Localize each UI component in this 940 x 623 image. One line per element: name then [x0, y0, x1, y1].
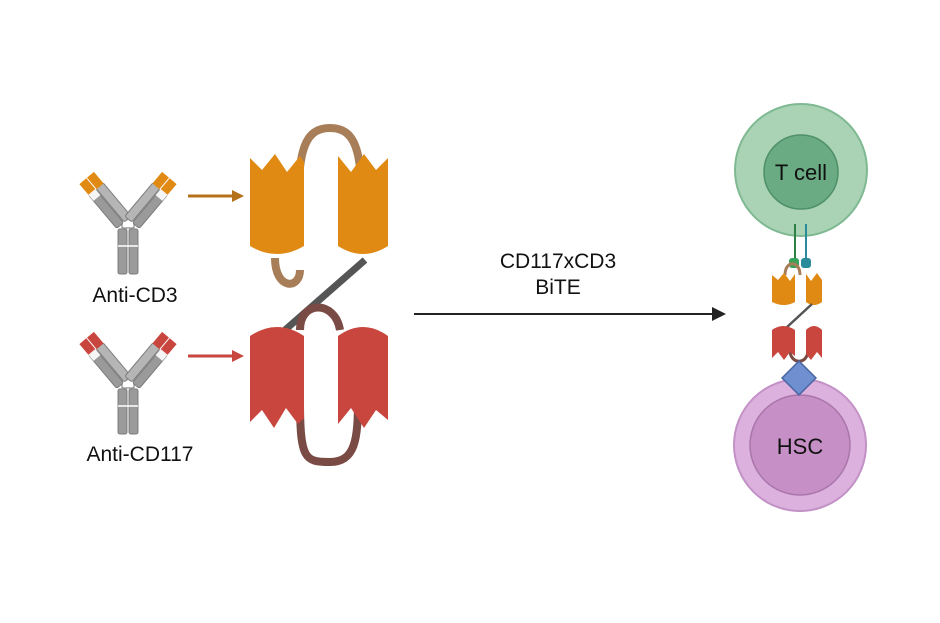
anti-cd117-label: Anti-CD117 [87, 443, 194, 466]
bite-label-line1: CD117xCD3 [500, 250, 616, 273]
small-cd117-domain-left-icon [772, 326, 795, 360]
anti-cd3-label: Anti-CD3 [92, 284, 177, 307]
cd3-domain-left-icon [250, 154, 304, 254]
bite-construct-large [250, 123, 388, 467]
cd3-domain-right-icon [338, 154, 388, 254]
anti-cd3-antibody-icon [79, 171, 177, 275]
t-cell-label: T cell [775, 160, 827, 185]
hsc-label: HSC [777, 434, 824, 459]
small-cd3-domain-left-icon [772, 273, 795, 305]
small-cd117-domain-right-icon [806, 326, 822, 360]
hsc-cell: HSC [733, 378, 867, 512]
cd117-domain-right-icon [338, 327, 388, 428]
arrow-cd117-icon [188, 350, 244, 362]
small-cd3-domain-right-icon [806, 273, 822, 305]
cd117-domain-left-icon [250, 327, 304, 428]
t-cell: T cell [734, 103, 868, 237]
cd117-antigen-icon [780, 359, 818, 397]
main-arrow-icon [414, 307, 726, 321]
arrow-cd3-icon [188, 190, 244, 202]
bite-label-line2: BiTE [535, 276, 581, 299]
anti-cd117-antibody-icon [79, 331, 177, 435]
bite-construct-small [772, 262, 822, 363]
